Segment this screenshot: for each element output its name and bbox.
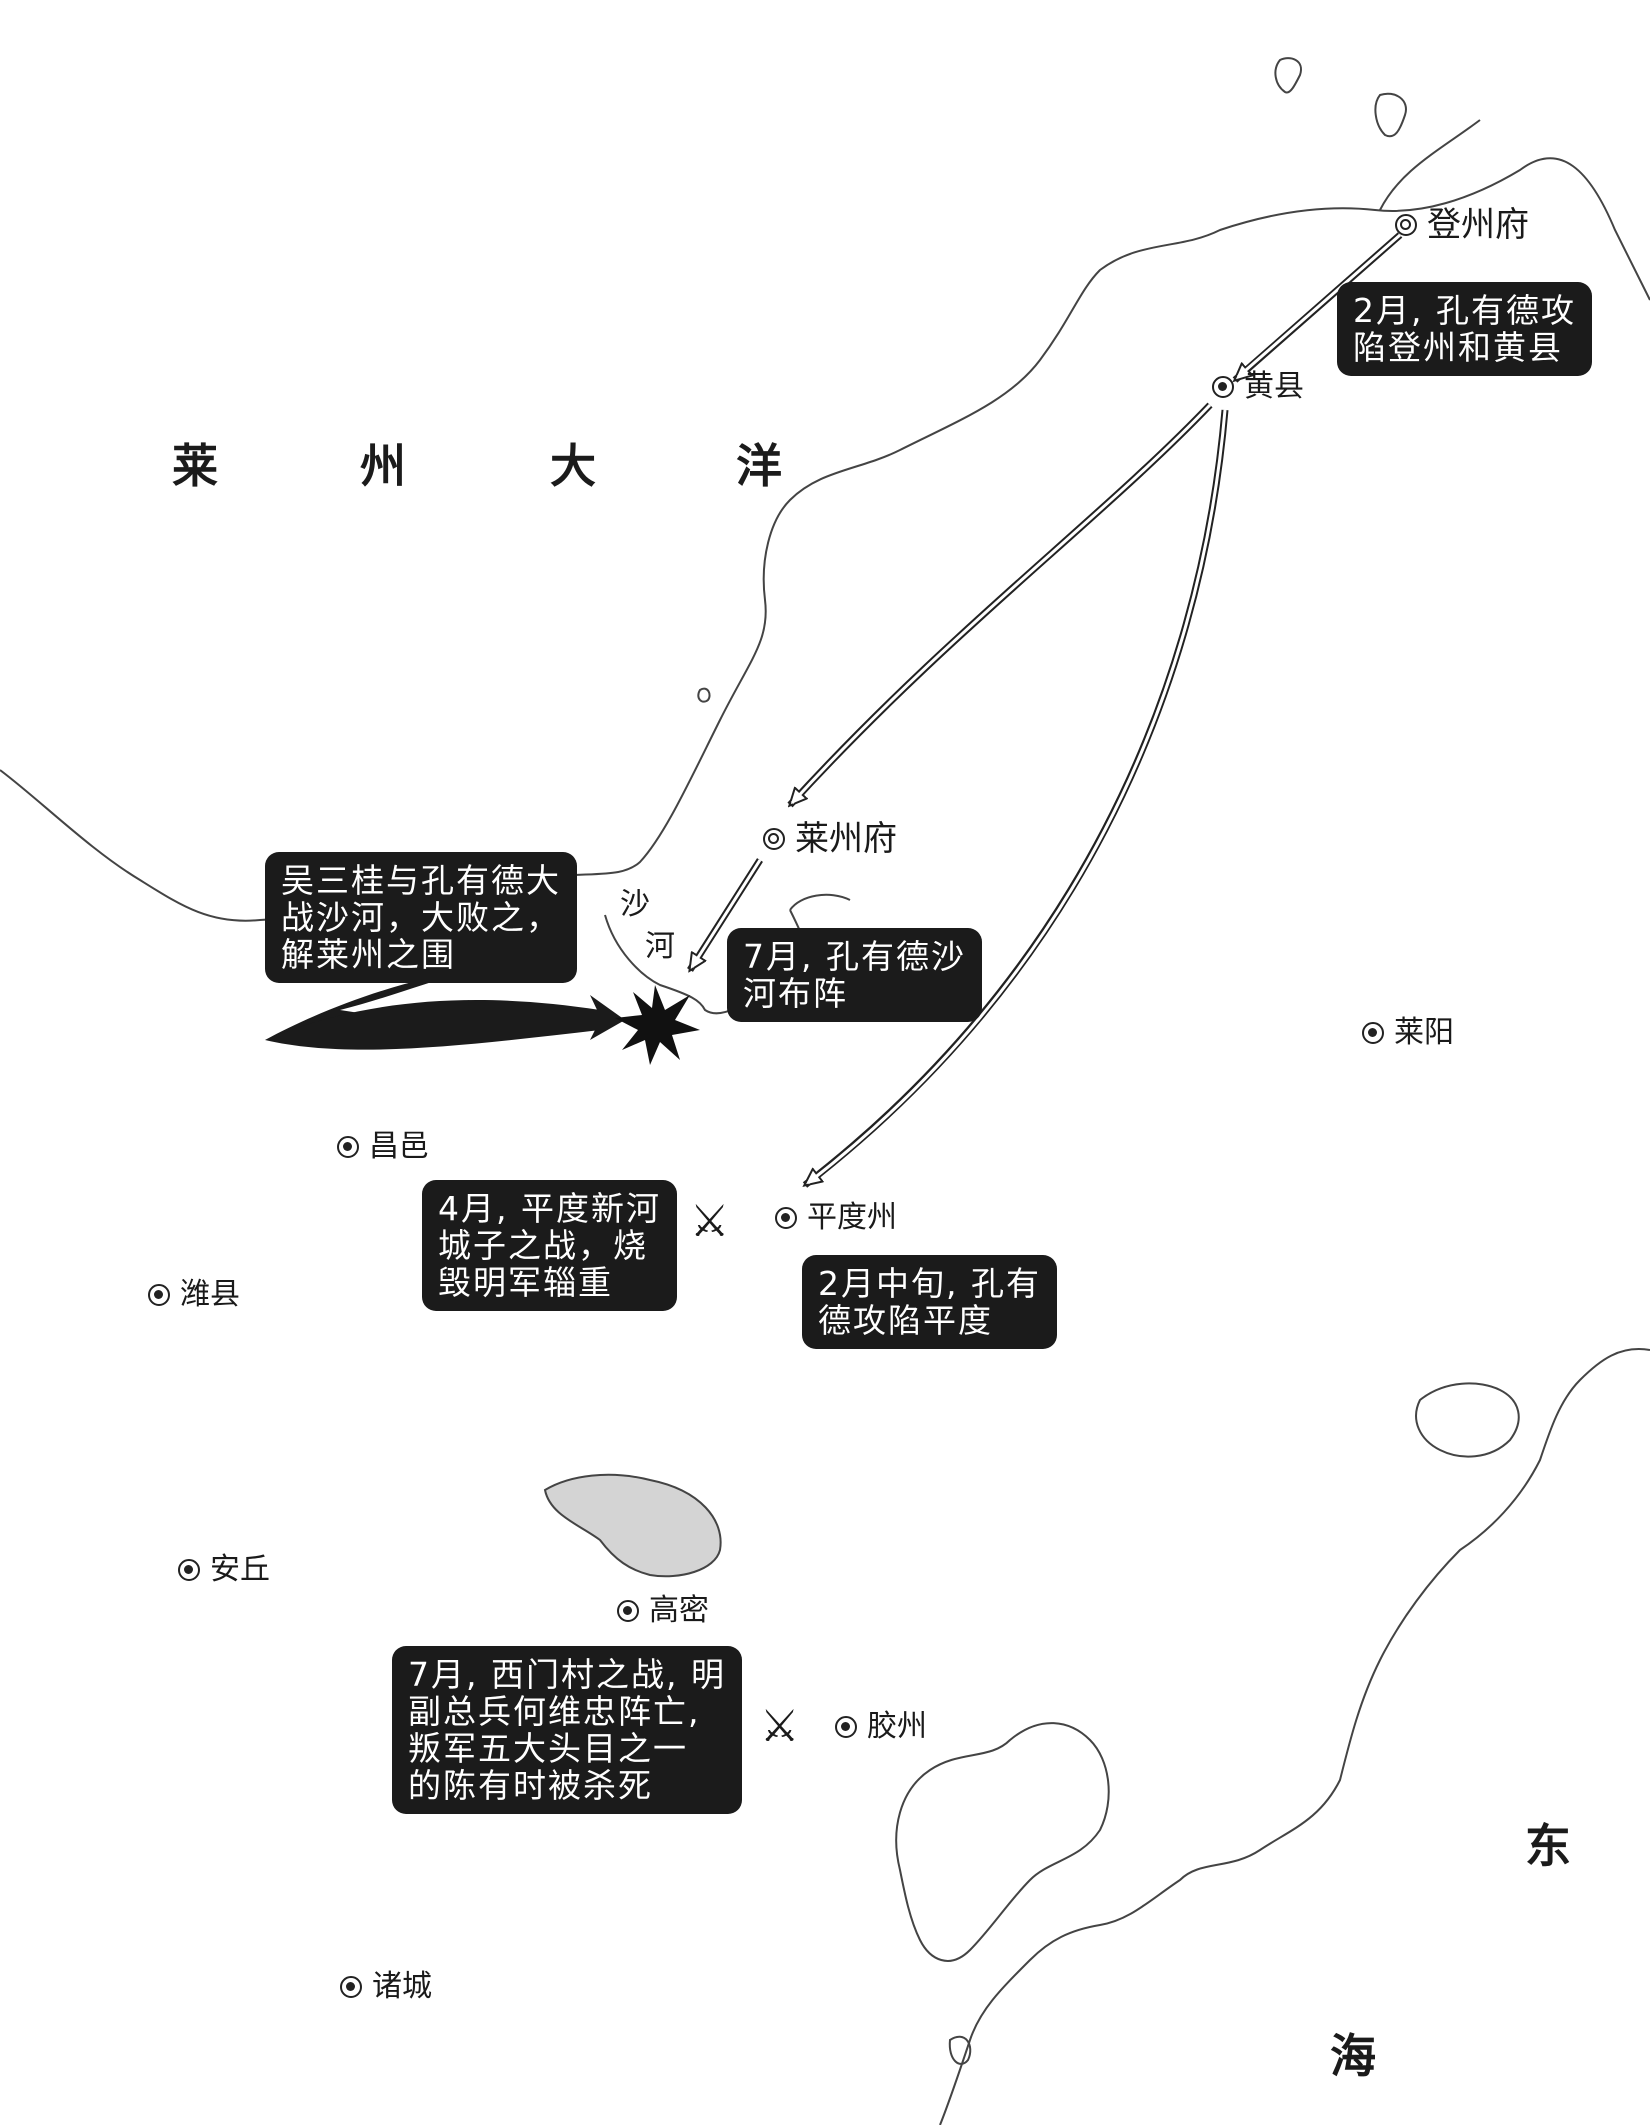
- city-label: 胶州: [867, 1709, 927, 1744]
- city-laizhoufu: 莱州府: [763, 822, 897, 856]
- route-huangxian-pingdu-inner: [807, 409, 1227, 1185]
- prefecture-marker-icon: [763, 828, 785, 850]
- city-anqiu: 安丘: [178, 1555, 270, 1585]
- city-marker-icon: [1362, 1022, 1384, 1044]
- coastline-jiaozhou-bay: [895, 1722, 1110, 1962]
- city-label: 潍县: [180, 1277, 240, 1312]
- lake-gaomi: [543, 1473, 722, 1578]
- city-dengzhou: 登州府: [1395, 208, 1529, 242]
- note-line: 毁明军辎重: [438, 1263, 613, 1302]
- island-3: [697, 687, 711, 703]
- city-laiyang: 莱阳: [1362, 1018, 1454, 1048]
- city-marker-icon: [178, 1559, 200, 1581]
- city-weixian: 潍县: [148, 1280, 240, 1310]
- city-marker-icon: [148, 1284, 170, 1306]
- city-jiaozhou: 胶州: [835, 1712, 927, 1742]
- city-marker-icon: [337, 1136, 359, 1158]
- note-line: 解莱州之围: [281, 935, 456, 974]
- island-2: [1374, 92, 1407, 138]
- city-marker-icon: [835, 1716, 857, 1738]
- coastline-east-inlet: [1415, 1382, 1520, 1458]
- coastline-south-islands: [948, 2035, 972, 2065]
- city-label: 高密: [649, 1593, 709, 1628]
- city-marker-icon: [775, 1207, 797, 1229]
- route-dengzhou-huangxian-inner: [1237, 233, 1401, 379]
- note-line: 7月, 孔有德沙: [743, 937, 966, 976]
- note-line: 战沙河，大败之，: [281, 898, 561, 937]
- prefecture-marker-icon: [1395, 214, 1417, 236]
- city-marker-icon: [340, 1976, 362, 1998]
- laizhou-sea-char-2: 州: [360, 439, 406, 493]
- note-pingdu-xinhe: 4月, 平度新河 城子之战，烧 毁明军辎重: [422, 1180, 677, 1311]
- island-1: [1274, 57, 1302, 94]
- city-changyi: 昌邑: [337, 1132, 429, 1162]
- laizhou-sea-char-3: 大: [550, 439, 596, 493]
- city-huangxian: 黄县: [1212, 372, 1304, 402]
- laizhou-sea-char-1: 莱: [172, 439, 218, 493]
- crossed-swords-icon: ⚔: [760, 1701, 800, 1752]
- city-gaomi: 高密: [617, 1596, 709, 1626]
- note-line: 的陈有时被杀死: [408, 1766, 653, 1805]
- note-wusangui: 吴三桂与孔有德大 战沙河，大败之， 解莱州之围: [265, 852, 577, 983]
- note-ximencun: 7月, 西门村之战, 明 副总兵何维忠阵亡, 叛军五大头目之一 的陈有时被杀死: [392, 1646, 742, 1814]
- crossed-swords-icon: ⚔: [690, 1196, 730, 1247]
- city-zhucheng: 诸城: [340, 1972, 432, 2002]
- city-label: 莱州府: [795, 819, 897, 859]
- city-label: 诸城: [372, 1969, 432, 2004]
- note-line: 陷登州和黄县: [1353, 328, 1563, 367]
- city-label: 昌邑: [369, 1129, 429, 1164]
- city-pingdu: 平度州: [775, 1203, 897, 1233]
- coastline-north: [0, 157, 1650, 922]
- coastline-peninsula-top: [1379, 119, 1481, 211]
- river-label-char-2: 河: [645, 929, 675, 964]
- note-shahe-array: 7月, 孔有德沙 河布阵: [727, 928, 982, 1022]
- laizhou-sea-char-4: 洋: [736, 439, 782, 493]
- east-sea-char-1: 东: [1525, 1819, 1571, 1873]
- note-line: 2月, 孔有德攻: [1353, 291, 1576, 330]
- note-pingdu-fall: 2月中旬, 孔有 德攻陷平度: [802, 1255, 1057, 1349]
- route-laizhou-shahe-inner: [690, 859, 762, 968]
- note-line: 2月中旬, 孔有: [818, 1264, 1041, 1303]
- city-label: 黄县: [1244, 369, 1304, 404]
- note-line: 河布阵: [743, 974, 848, 1013]
- city-label: 安丘: [210, 1552, 270, 1587]
- note-line: 4月, 平度新河: [438, 1189, 661, 1228]
- city-marker-icon: [617, 1600, 639, 1622]
- city-label: 登州府: [1427, 205, 1529, 245]
- battle-burst-icon: [615, 985, 700, 1065]
- note-line: 叛军五大头目之一: [408, 1729, 688, 1768]
- city-label: 莱阳: [1394, 1015, 1454, 1050]
- note-line: 吴三桂与孔有德大: [281, 861, 561, 900]
- coastline-laizhou-bay: [789, 893, 851, 911]
- city-label: 平度州: [807, 1200, 897, 1235]
- note-line: 城子之战，烧: [438, 1226, 648, 1265]
- river-label-char-1: 沙: [620, 887, 650, 922]
- route-huangxian-pingdu: [805, 409, 1229, 1188]
- wusangui-attack-arrow-body: [265, 1000, 600, 1050]
- note-line: 副总兵何维忠阵亡,: [408, 1692, 701, 1731]
- note-line: 7月, 西门村之战, 明: [408, 1655, 726, 1694]
- route-huangxian-laizhou-inner: [790, 403, 1212, 805]
- note-line: 德攻陷平度: [818, 1301, 993, 1340]
- note-dengzhou-attack: 2月, 孔有德攻 陷登州和黄县: [1337, 282, 1592, 376]
- city-marker-icon: [1212, 376, 1234, 398]
- east-sea-char-2: 海: [1330, 2029, 1376, 2083]
- coastline-east: [939, 1348, 1650, 2125]
